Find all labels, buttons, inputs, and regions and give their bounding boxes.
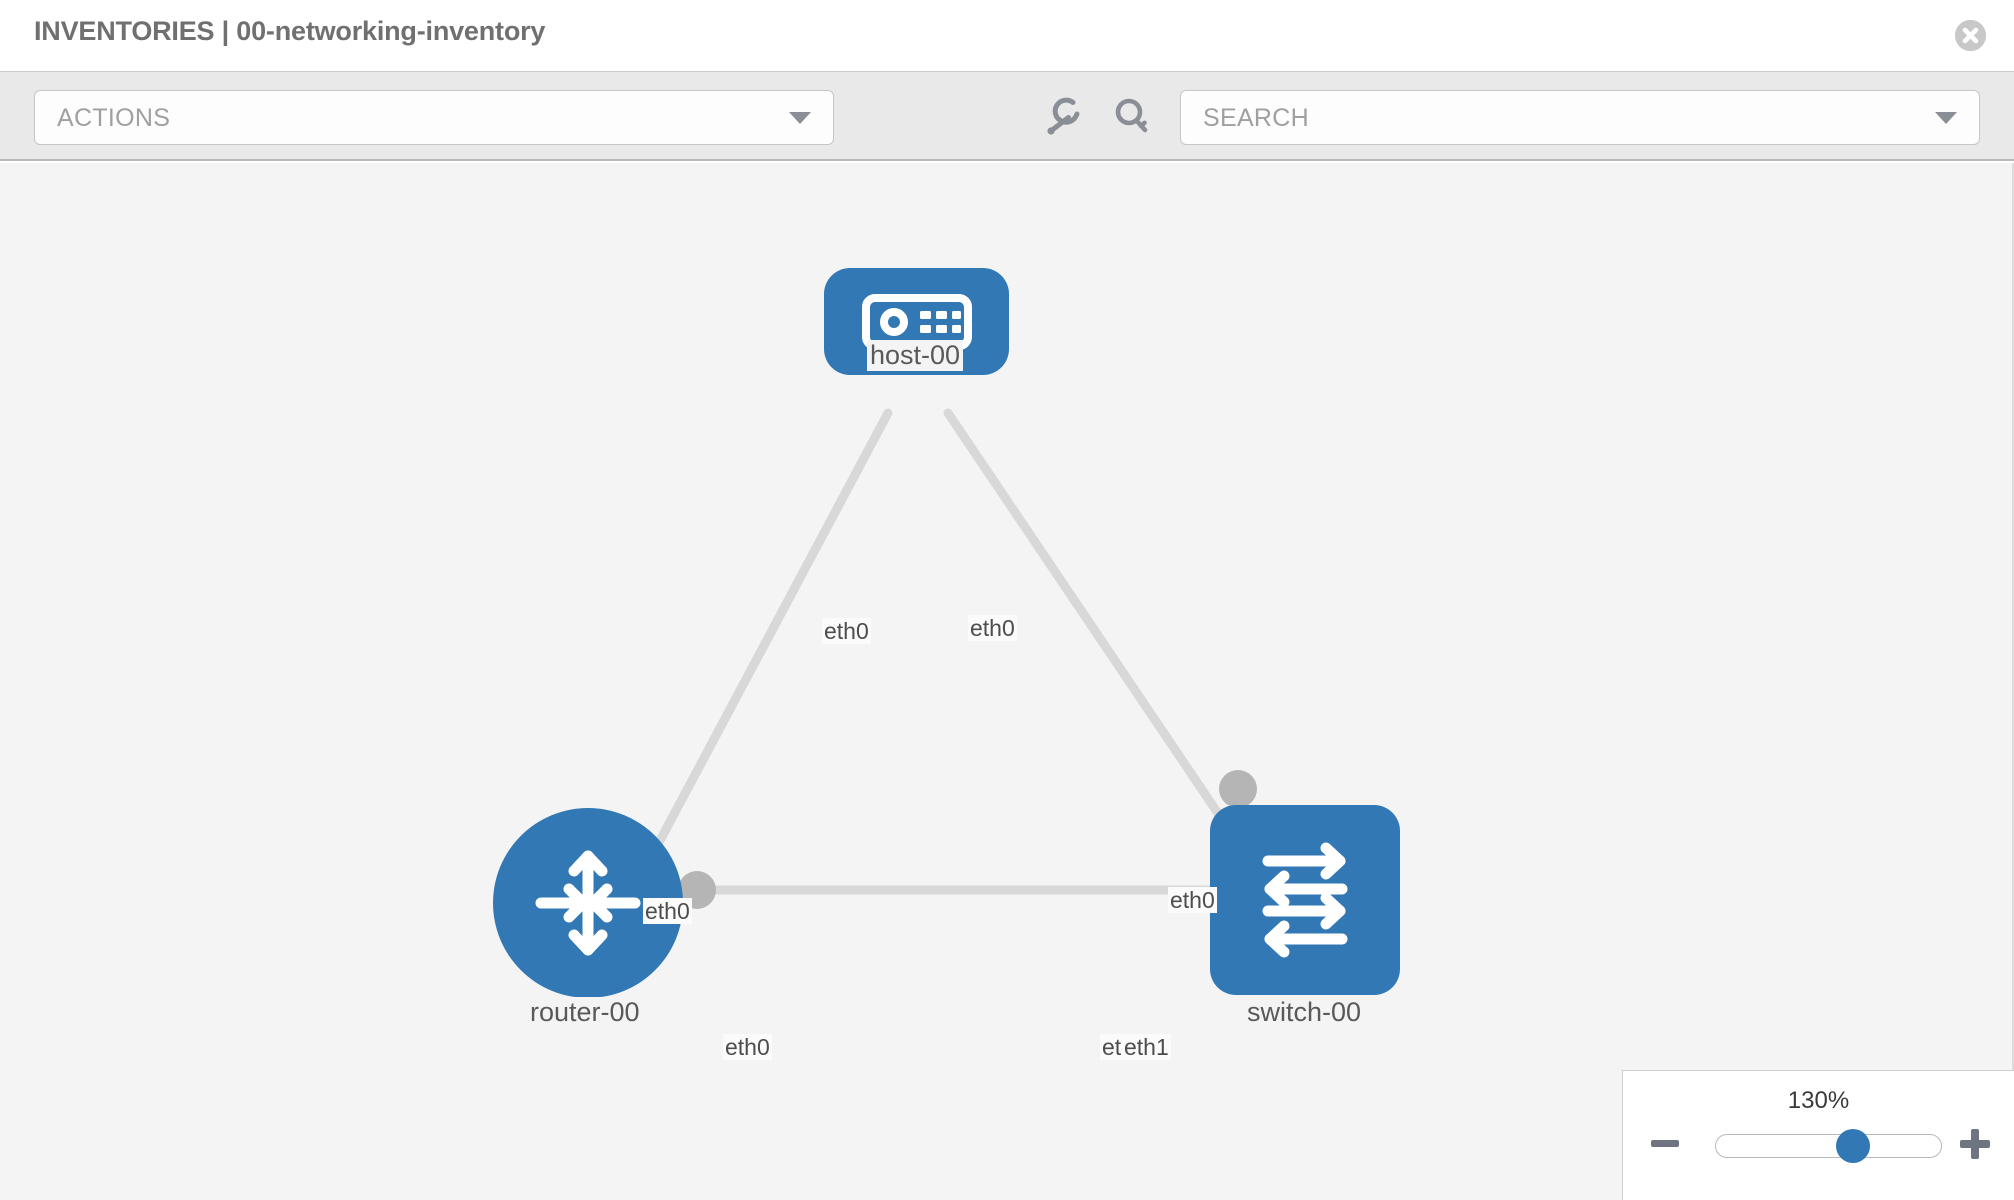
topology-edges bbox=[643, 408, 1243, 895]
chevron-down-icon bbox=[789, 111, 811, 124]
node-host-00-label: host-00 bbox=[867, 340, 964, 371]
topology-graph: host-00 bbox=[0, 163, 2012, 1200]
interface-label-host-router-mid: eth0 bbox=[643, 898, 692, 925]
topology-canvas[interactable]: host-00 bbox=[0, 163, 2014, 1200]
wrench-icon[interactable] bbox=[1040, 94, 1086, 140]
zoom-level-value: 130% bbox=[1787, 1087, 1850, 1114]
search-chevron-down-icon[interactable] bbox=[1935, 111, 1957, 124]
interface-label-host-switch-mid: eth0 bbox=[1168, 887, 1217, 914]
interface-label-router-switch-near-router: eth0 bbox=[723, 1034, 772, 1061]
actions-dropdown-label: ACTIONS bbox=[57, 104, 171, 132]
zoom-slider-row bbox=[1623, 1127, 2014, 1169]
node-switch-00-shape[interactable] bbox=[1210, 805, 1400, 995]
key-search-icon[interactable] bbox=[1108, 94, 1154, 140]
node-host-00[interactable] bbox=[824, 268, 1009, 375]
node-switch-00-label: switch-00 bbox=[1244, 997, 1365, 1028]
zoom-slider-thumb[interactable] bbox=[1836, 1129, 1871, 1163]
interface-label-host-router-near-host: eth0 bbox=[822, 618, 871, 645]
actions-dropdown[interactable]: ACTIONS bbox=[34, 90, 834, 145]
link-endpoint bbox=[1219, 770, 1257, 808]
edge-host-router bbox=[643, 408, 893, 868]
page-header: INVENTORIES | 00-networking-inventory bbox=[0, 0, 2014, 71]
page-title: INVENTORIES | 00-networking-inventory bbox=[34, 16, 546, 46]
router-four-arrows-icon bbox=[535, 850, 641, 956]
switch-exchange-arrows-icon bbox=[1262, 842, 1348, 958]
close-icon[interactable] bbox=[1955, 20, 1986, 51]
node-host-00-shape[interactable] bbox=[824, 268, 1009, 375]
node-router-00-label: router-00 bbox=[527, 997, 643, 1028]
zoom-slider-track[interactable] bbox=[1715, 1129, 1942, 1163]
toolbar: ACTIONS SEARCH bbox=[0, 71, 2014, 161]
minus-icon[interactable] bbox=[1651, 1140, 1679, 1147]
node-switch-00[interactable] bbox=[1210, 805, 1400, 995]
interface-label-router-switch-near-switch: eth1 bbox=[1122, 1034, 1171, 1061]
edge-host-switch bbox=[943, 408, 1243, 848]
plus-icon[interactable] bbox=[1960, 1129, 1990, 1159]
search-placeholder: SEARCH bbox=[1203, 104, 1309, 132]
zoom-control-panel: 130% bbox=[1622, 1070, 2014, 1200]
interface-label-host-switch-near-host: eth0 bbox=[968, 615, 1017, 642]
search-input[interactable]: SEARCH bbox=[1180, 90, 1980, 145]
server-device-icon bbox=[861, 293, 972, 350]
